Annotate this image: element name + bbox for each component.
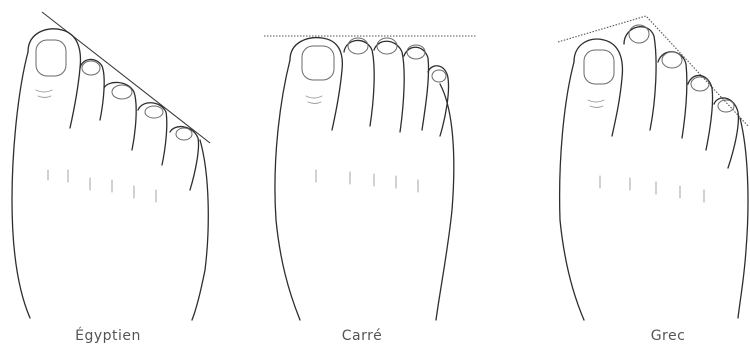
big-toe-square [290,38,342,130]
foot-drawing-greek [500,0,750,350]
foot-outline-egyptian [12,52,30,318]
toenail-greek-3 [662,52,682,68]
foot-drawing-egyptian [0,0,250,350]
metatarsal-marks-square [316,170,418,192]
toenail-egyptian-2 [82,61,100,75]
toe-3-square [374,41,404,132]
toenail-greek-4 [691,77,709,91]
metatarsal-marks-greek [600,176,704,202]
toe-crease-square [306,96,322,104]
toenail-greek-5 [718,100,734,112]
caption-square: Carré [302,328,422,344]
toe-4-egyptian [138,103,167,165]
toe-4-square [404,47,429,130]
foot-outline-greek-right [738,118,748,318]
toe-2-egyptian [80,59,104,120]
toenail-egyptian-3 [112,85,132,99]
caption-greek: Grec [608,328,728,344]
foot-outline-egyptian-right [192,140,208,320]
foot-outline-greek [560,62,584,320]
toe-2-square [344,40,374,126]
foot-panel-square: Carré [250,0,500,350]
toenail-egyptian-4 [145,106,163,118]
toenail-greek-2 [629,25,649,43]
toe-5-egyptian [170,127,199,190]
caption-egyptian: Égyptien [48,328,168,344]
foot-drawing-square [250,0,500,350]
toe-3-greek [658,52,687,138]
foot-panel-egyptian: Égyptien [0,0,250,350]
toenail-square-1 [302,46,334,80]
toe-crease-greek [588,100,604,108]
toe-5-square [428,66,449,136]
foot-panel-greek: Grec [500,0,750,350]
big-toe-greek [574,39,622,136]
toenail-egyptian-5 [176,128,192,140]
toe-crease-egyptian [36,90,52,98]
toenail-egyptian-1 [36,40,66,76]
toe-3-egyptian [104,82,136,150]
toe-5-greek [714,98,738,168]
toe-2-greek [624,27,656,130]
toenail-square-5 [432,70,446,82]
toenail-greek-1 [584,50,614,84]
metatarsal-marks-egyptian [48,170,156,202]
foot-outline-square [275,60,300,320]
toenail-square-3 [377,38,397,54]
big-toe-egyptian [28,29,80,128]
